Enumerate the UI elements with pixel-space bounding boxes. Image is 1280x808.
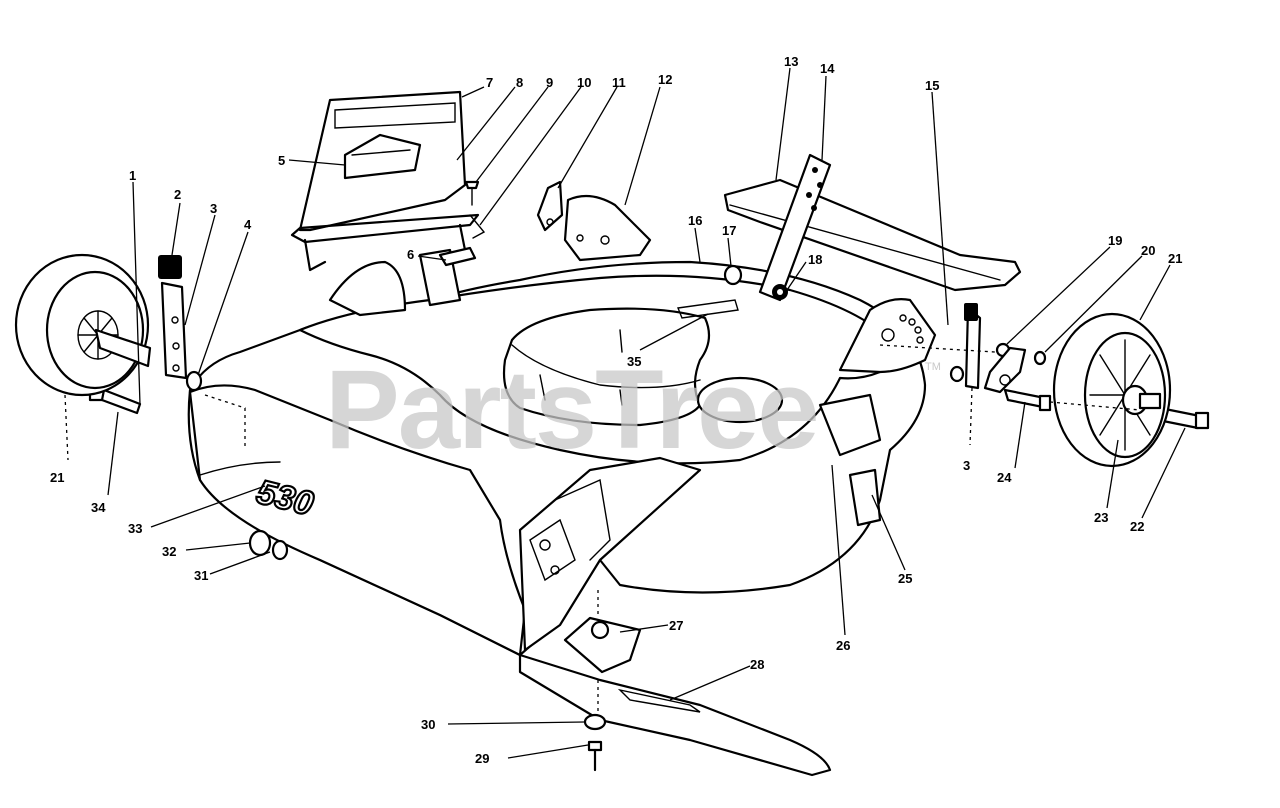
callout-17: 17 — [722, 223, 736, 238]
callout-23: 23 — [1094, 510, 1108, 525]
callout-25: 25 — [898, 571, 912, 586]
handle-bracket — [758, 153, 832, 302]
callout-5: 5 — [278, 153, 285, 168]
callout-21-left: 21 — [50, 470, 64, 485]
callout-20: 20 — [1141, 243, 1155, 258]
callout-18: 18 — [808, 252, 822, 267]
callout-14: 14 — [820, 61, 835, 76]
callout-8: 8 — [516, 75, 523, 90]
callout-3-right: 3 — [963, 458, 970, 473]
callout-12: 12 — [658, 72, 672, 87]
callout-35: 35 — [627, 354, 641, 369]
callout-34: 34 — [91, 500, 106, 515]
callout-7: 7 — [486, 75, 493, 90]
callout-9: 9 — [546, 75, 553, 90]
callout-11: 11 — [612, 75, 626, 90]
callout-26: 26 — [836, 638, 850, 653]
callout-16: 16 — [688, 213, 702, 228]
callout-13: 13 — [784, 54, 798, 69]
callout-28: 28 — [750, 657, 764, 672]
callout-1: 1 — [129, 168, 136, 183]
callout-22: 22 — [1130, 519, 1144, 534]
callout-labels: 1 2 3 4 5 6 7 8 9 10 11 12 13 14 15 16 1… — [50, 54, 1182, 766]
callout-27: 27 — [669, 618, 683, 633]
right-wheel — [1052, 312, 1172, 468]
callout-6: 6 — [407, 247, 414, 262]
callout-2: 2 — [174, 187, 181, 202]
small-parts — [88, 180, 1210, 777]
callout-33: 33 — [128, 521, 142, 536]
callout-15: 15 — [925, 78, 939, 93]
assembly-lines — [64, 344, 1141, 715]
callout-4: 4 — [244, 217, 252, 232]
callout-32: 32 — [162, 544, 176, 559]
callout-3-left: 3 — [210, 201, 217, 216]
leader-lines — [107, 67, 1186, 759]
callout-31: 31 — [194, 568, 208, 583]
callout-10: 10 — [577, 75, 591, 90]
callout-21-upper-right: 21 — [1168, 251, 1182, 266]
mower-deck — [187, 194, 937, 657]
watermark-text: PartsTree — [325, 347, 818, 472]
rear-flap — [290, 90, 480, 272]
left-wheel — [14, 253, 152, 397]
callout-29: 29 — [475, 751, 489, 766]
callout-30: 30 — [421, 717, 435, 732]
callout-24: 24 — [997, 470, 1012, 485]
watermark-trademark: TM — [925, 361, 941, 373]
callout-19: 19 — [1108, 233, 1122, 248]
